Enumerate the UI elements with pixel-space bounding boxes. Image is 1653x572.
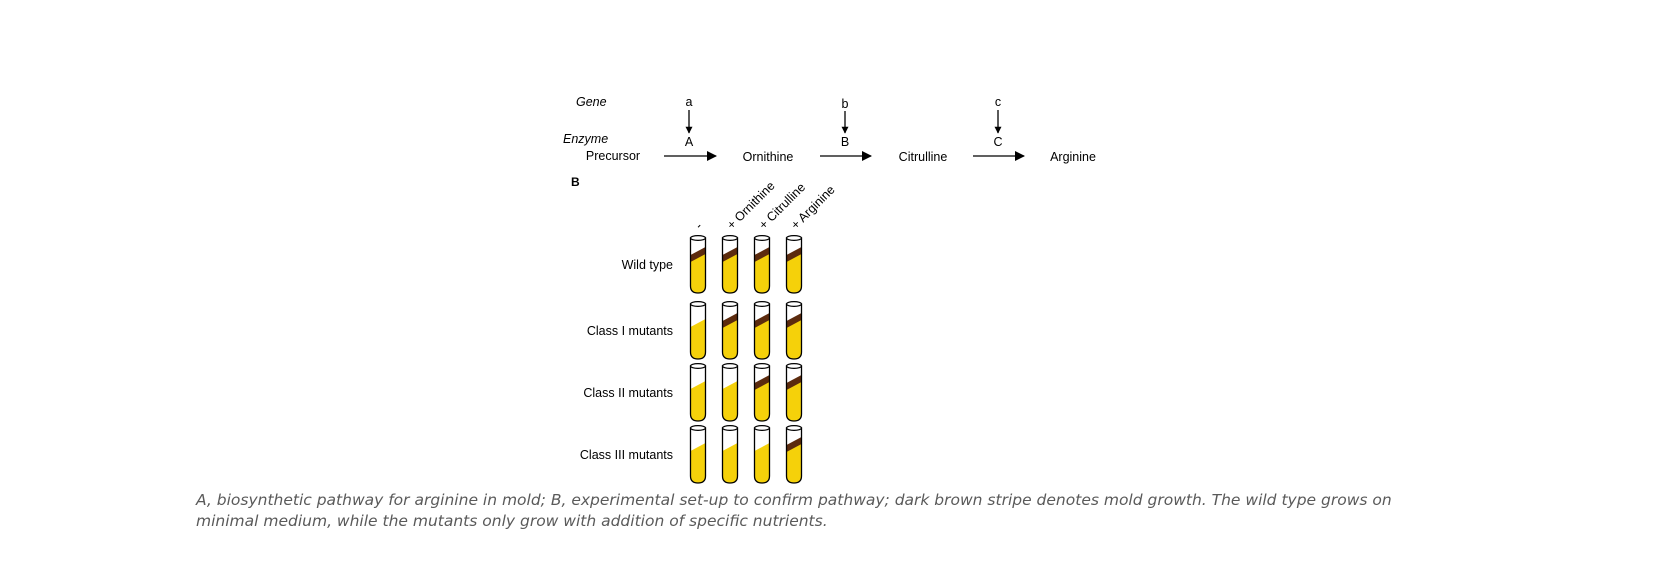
test-tube: [721, 363, 739, 422]
test-tube: [689, 363, 707, 422]
metabolite-precursor: Precursor: [586, 149, 640, 163]
test-tube: [753, 425, 771, 484]
panel-b-label: B: [571, 175, 580, 189]
pathway-panel: Gene Enzyme a b c A B C Precursor Ornith…: [563, 95, 1096, 164]
test-tube: [785, 301, 803, 360]
column-header-0: -: [692, 219, 705, 232]
test-tube: [785, 235, 803, 294]
gene-label-c: c: [995, 95, 1001, 109]
enzyme-label-a: A: [685, 135, 694, 149]
metabolite-ornithine: Ornithine: [743, 150, 794, 164]
tube-column-headers: -+ Ornithine+ Citrulline+ Arginine: [692, 179, 837, 232]
test-tube: [753, 235, 771, 294]
test-tube: [721, 235, 739, 294]
tube-grid: [689, 235, 803, 484]
test-tube: [689, 235, 707, 294]
test-tube: [753, 301, 771, 360]
test-tube: [785, 363, 803, 422]
row-label-0: Wild type: [622, 258, 673, 272]
test-tube: [785, 425, 803, 484]
gene-row-header: Gene: [576, 95, 607, 109]
metabolite-arginine: Arginine: [1050, 150, 1096, 164]
test-tube: [689, 425, 707, 484]
row-label-3: Class III mutants: [580, 448, 673, 462]
enzyme-label-b: B: [841, 135, 849, 149]
figure-caption: A, biosynthetic pathway for arginine in …: [196, 491, 1392, 530]
experiment-panel: B -+ Ornithine+ Citrulline+ Arginine Wil…: [571, 175, 838, 484]
row-label-1: Class I mutants: [587, 324, 673, 338]
enzyme-row-header: Enzyme: [563, 132, 608, 146]
gene-label-b: b: [842, 97, 849, 111]
row-label-2: Class II mutants: [583, 386, 673, 400]
test-tube: [689, 301, 707, 360]
enzyme-label-c: C: [993, 135, 1002, 149]
test-tube: [721, 425, 739, 484]
metabolite-citrulline: Citrulline: [899, 150, 948, 164]
test-tube: [753, 363, 771, 422]
gene-label-a: a: [686, 95, 693, 109]
test-tube: [721, 301, 739, 360]
